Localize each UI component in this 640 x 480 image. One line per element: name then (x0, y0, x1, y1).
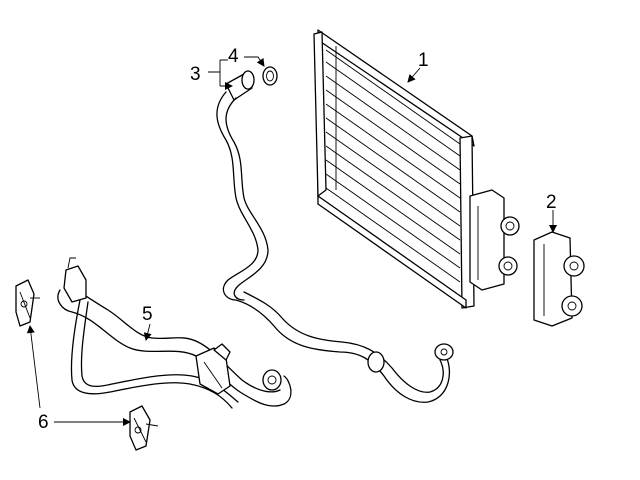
lower-return-line-icon (235, 291, 454, 403)
seal-ring-icon (262, 66, 278, 86)
callout-5: 5 (142, 304, 153, 325)
adapter-fitting-icon (533, 231, 585, 327)
bracket-clip-icon (129, 405, 159, 451)
lower-oil-lines-icon (57, 257, 292, 409)
callout-6: 6 (38, 412, 49, 433)
callout-4: 4 (228, 46, 239, 67)
oil-cooler-icon (313, 29, 520, 309)
cooler-fins (325, 46, 461, 283)
callout-3: 3 (190, 64, 201, 85)
callout-1: 1 (418, 50, 429, 71)
bracket-clip-icon (15, 279, 40, 327)
upper-oil-line-icon (216, 70, 269, 301)
callout-2: 2 (546, 192, 557, 213)
callout-leaders (26, 56, 557, 426)
